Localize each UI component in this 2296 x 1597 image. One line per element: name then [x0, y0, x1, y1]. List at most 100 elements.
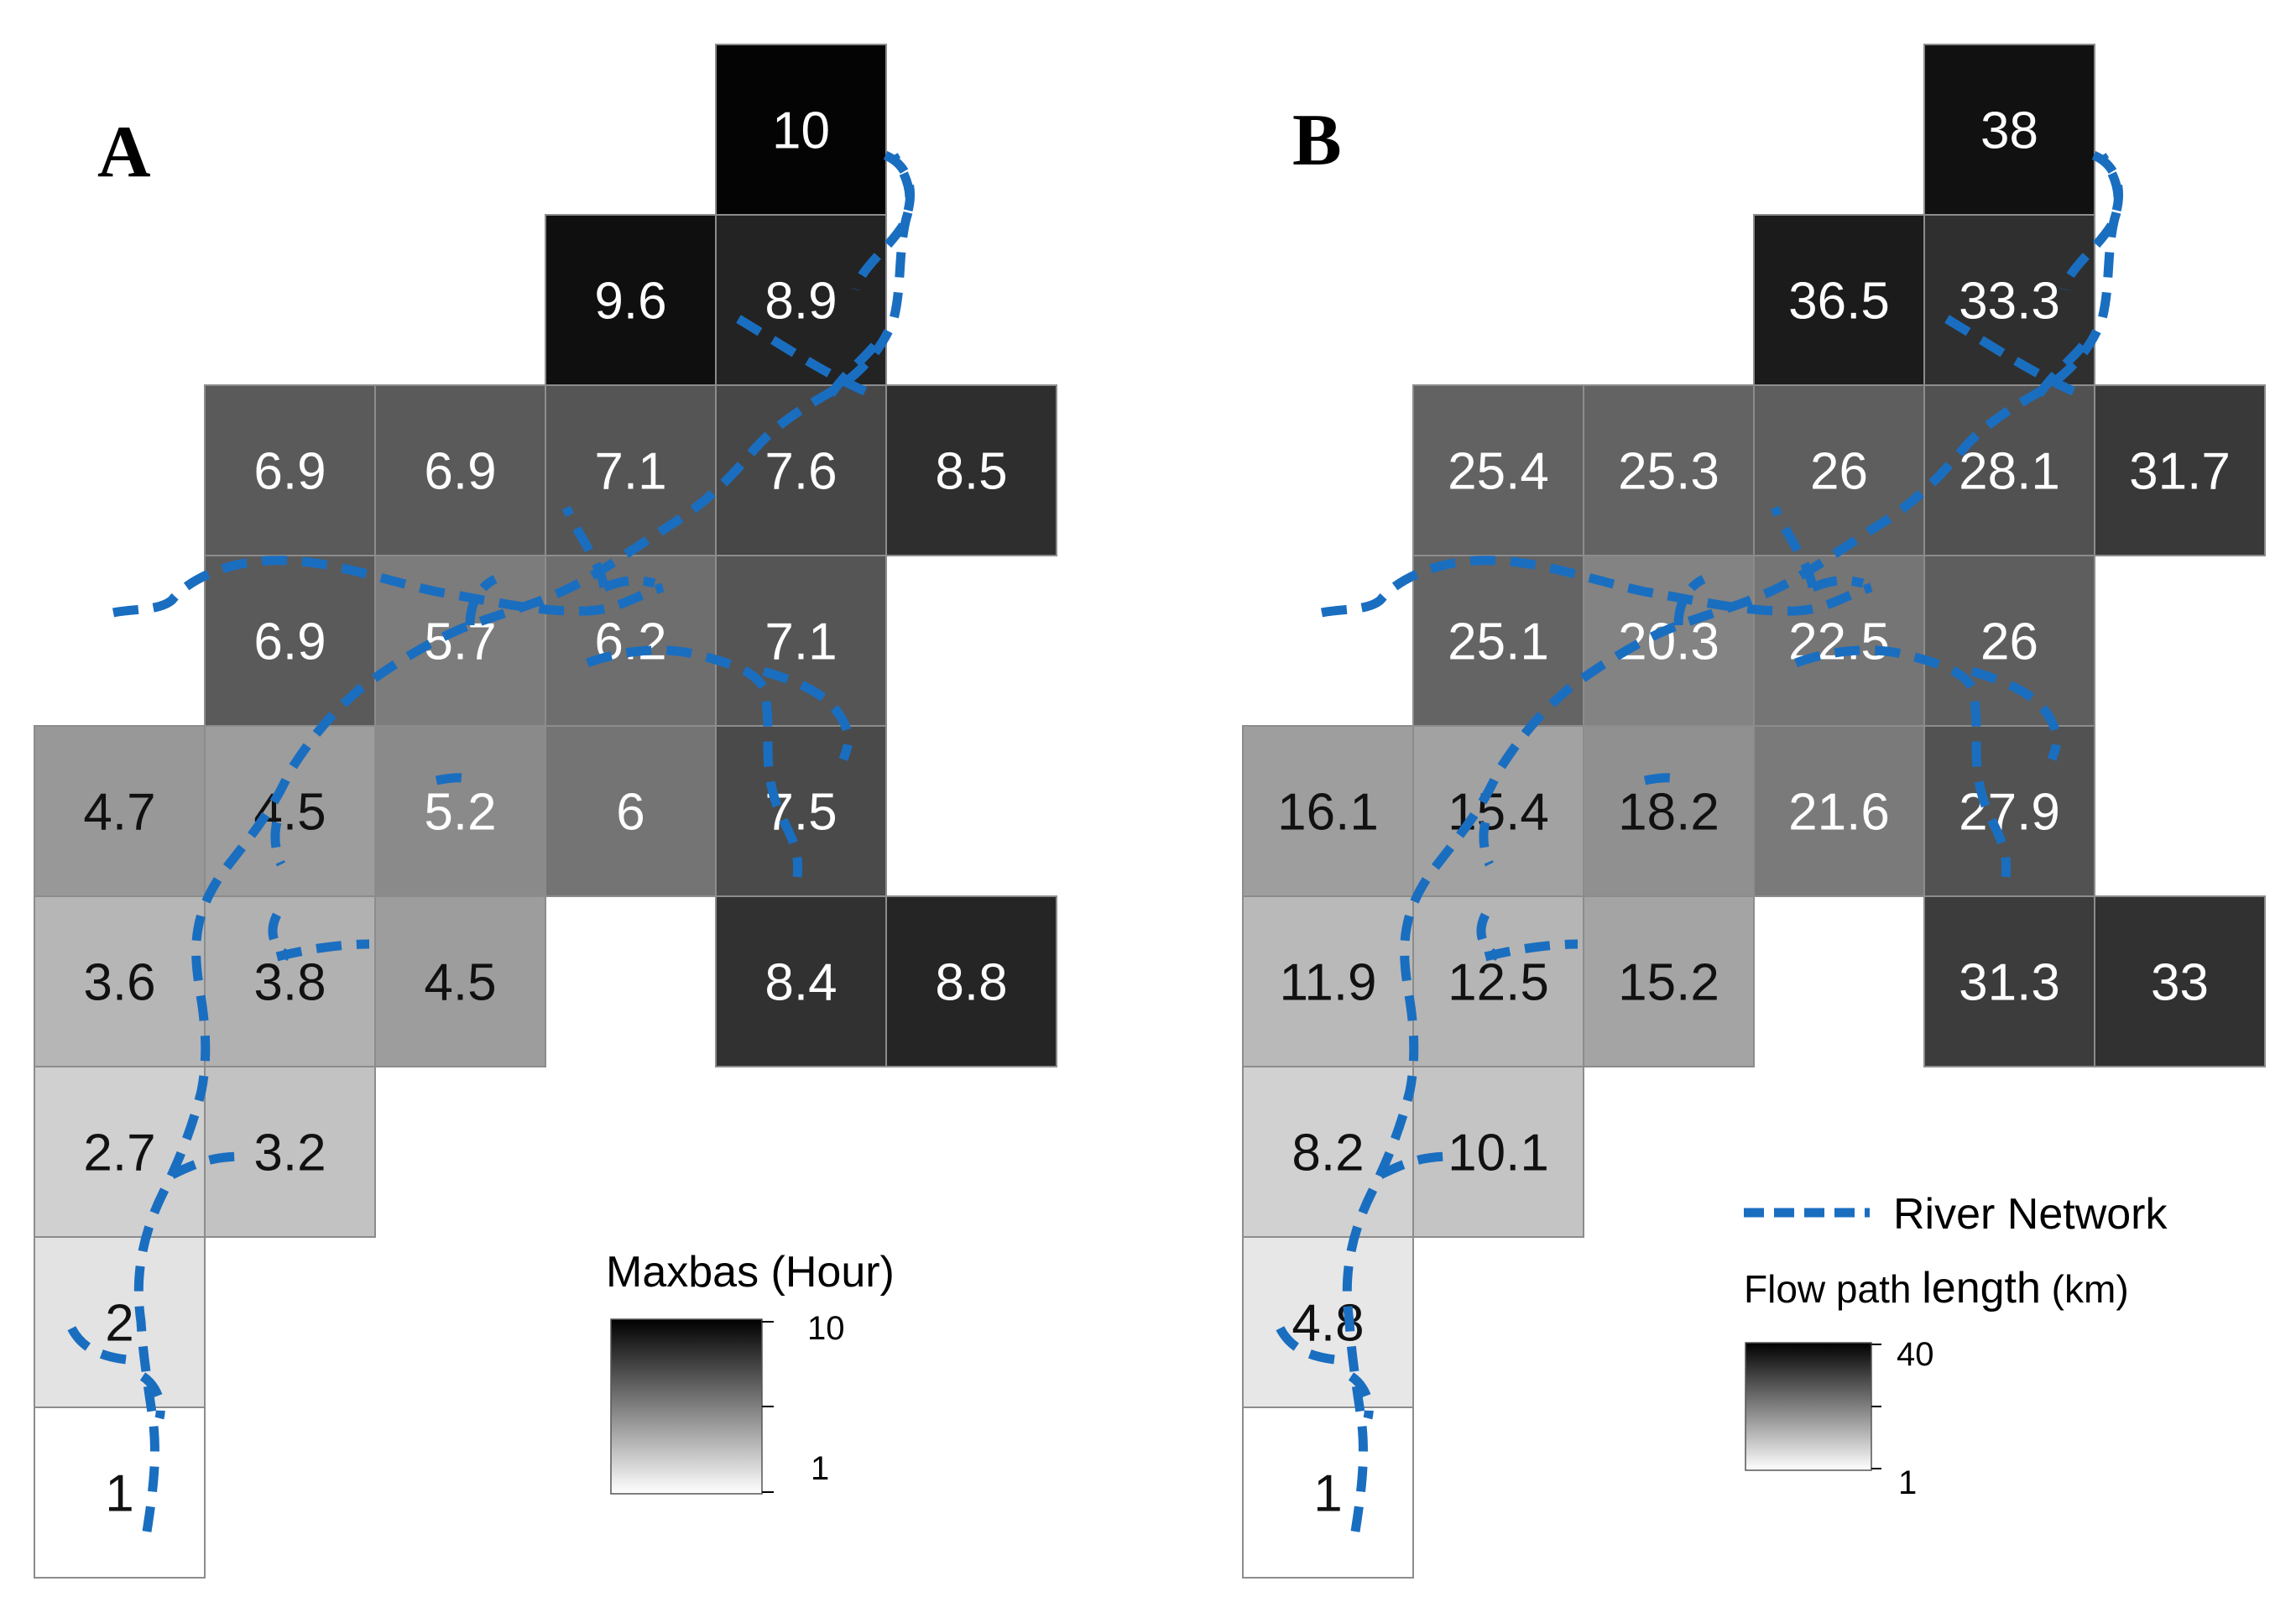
cell-value-label: 25.1 [1448, 613, 1549, 671]
cell-value-label: 6.2 [594, 613, 666, 671]
cell-value-label: 6.9 [253, 443, 326, 501]
grid-cell [1412, 1066, 1584, 1238]
river-segment [1944, 315, 2084, 399]
river-legend-label: River Network [1893, 1190, 2168, 1239]
cell-value-label: 25.3 [1618, 443, 1719, 501]
legend-b-title: Flow path length (km) [1744, 1264, 2129, 1313]
cell-value-label: 6.9 [253, 613, 326, 671]
river-segment [1271, 1316, 1335, 1365]
river-segment [1673, 575, 1706, 626]
river-segment [139, 1372, 165, 1420]
river-segment [1770, 505, 1818, 589]
cell-value-label: 8.5 [935, 443, 1007, 501]
cell-value-label: 25.4 [1448, 443, 1549, 501]
grid-cell [1583, 384, 1755, 556]
cell-value-label: 27.9 [1959, 784, 2060, 842]
legend-b: River Network Flow path length (km) 40 1 [1744, 1190, 2168, 1501]
cell-value-label: 26 [1810, 443, 1868, 501]
grid-cell [545, 725, 717, 897]
river-segment [762, 666, 853, 761]
cell-value-label: 18.2 [1618, 784, 1719, 842]
grid-cell [545, 384, 717, 556]
cell-value-label: 6 [616, 784, 644, 842]
river-segment [465, 575, 498, 626]
legend-b-max-label: 40 [1897, 1336, 1934, 1373]
cell-value-label: 8.4 [764, 954, 837, 1012]
cell-value-label: 4.5 [424, 954, 496, 1012]
river-segment [1479, 821, 1495, 867]
cell-value-label: 15.2 [1618, 954, 1719, 1012]
river-segment [827, 333, 885, 398]
grid-cell [34, 1407, 206, 1579]
cell-value-label: 26 [1980, 613, 2038, 671]
cell-value-label: 8.8 [935, 954, 1007, 1012]
legend-a: Maxbas (Hour) 10 1 [606, 1248, 895, 1495]
grid-cell [2094, 384, 2266, 556]
cell-value-label: 21.6 [1788, 784, 1890, 842]
panel-a-letter: A [97, 112, 151, 193]
grid-cell [204, 725, 376, 897]
cell-value-label: 1 [1313, 1465, 1342, 1523]
cell-value-label: 5.2 [424, 784, 496, 842]
panel-b-letter: B [1292, 100, 1342, 181]
cell-value-label: 31.3 [1959, 954, 2060, 1012]
grid-cell [1242, 1407, 1414, 1579]
grid-cell [885, 384, 1057, 556]
grid-cell [1412, 725, 1584, 897]
cell-value-label: 16.1 [1277, 784, 1379, 842]
legend-b-min-label: 1 [1898, 1464, 1917, 1501]
cell-value-label: 3.2 [253, 1125, 326, 1182]
grid-cell [2094, 895, 2266, 1067]
grid-cell [1753, 725, 1925, 897]
river-segment [2059, 150, 2123, 291]
grid-cell [715, 895, 887, 1067]
river-segment [170, 1151, 244, 1179]
grid-cell [1923, 44, 2095, 216]
cell-value-label: 1 [105, 1465, 133, 1523]
grid-cell [1583, 725, 1755, 897]
legend-a-color-ramp [610, 1318, 763, 1495]
cell-value-label: 9.6 [594, 273, 666, 331]
river-segment [1970, 666, 2062, 761]
river-segment [736, 315, 875, 399]
grid-cell [715, 44, 887, 216]
river-segment [112, 556, 665, 618]
grid-cell [34, 1066, 206, 1238]
cell-value-label: 33 [2151, 954, 2209, 1012]
river-segment [133, 153, 915, 1532]
river-segment [1476, 912, 1500, 961]
river-segment [851, 150, 915, 291]
river-segment [2035, 333, 2094, 398]
cell-value-label: 2 [105, 1295, 133, 1353]
cell-value-label: 31.7 [2129, 443, 2231, 501]
grid-cell [545, 214, 717, 386]
river-segment [602, 576, 656, 592]
river-segment [268, 912, 292, 961]
grid-cell [374, 895, 546, 1067]
cell-value-label: 7.6 [764, 443, 837, 501]
cell-value-label: 10 [772, 102, 830, 160]
legend-a-min-label: 1 [811, 1450, 829, 1487]
legend-b-color-ramp [1745, 1342, 1872, 1471]
river-segment [1810, 576, 1865, 592]
river-network-a [62, 150, 915, 1532]
cell-value-label: 38 [1980, 102, 2038, 160]
grid-cell [1412, 895, 1584, 1067]
river-segment [62, 1316, 127, 1365]
cell-value-label: 7.1 [764, 613, 837, 671]
river-segment [1342, 153, 2123, 1532]
grid-cell [34, 725, 206, 897]
cell-value-label: 7.1 [594, 443, 666, 501]
cell-value-label: 11.9 [1279, 954, 1376, 1012]
grid-cell [885, 895, 1057, 1067]
grid-cell [34, 895, 206, 1067]
river-segment [561, 505, 609, 589]
grid-cell [1923, 555, 2095, 727]
grid-cell [1242, 1236, 1414, 1408]
cell-value-label: 12.5 [1448, 954, 1549, 1012]
legend-a-max-label: 10 [807, 1310, 845, 1347]
grid-cell [1242, 1066, 1414, 1238]
